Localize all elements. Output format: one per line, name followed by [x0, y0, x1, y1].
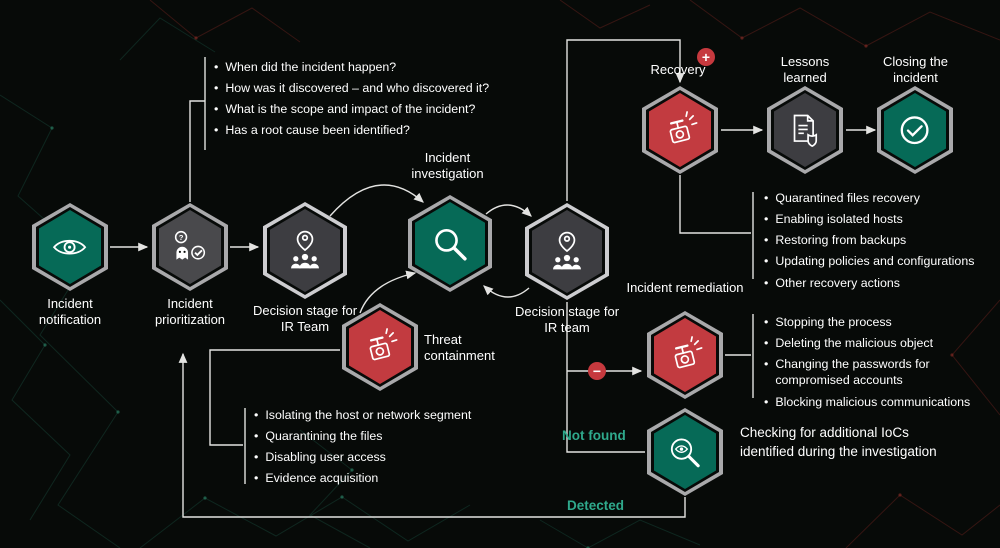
bullet-dot: •: [764, 315, 769, 329]
bullet-item: • Evidence acquisition: [254, 470, 504, 486]
detected-label: Detected: [567, 498, 625, 513]
bullet-dot: •: [764, 275, 769, 290]
bullet-item: • Quarantined files recovery: [764, 190, 999, 206]
bullet-text: Changing the passwords for compromised a…: [775, 357, 930, 388]
node-incident-remediation: [647, 311, 723, 399]
magnifier-icon: [435, 228, 467, 261]
bullet-text: Other recovery actions: [775, 275, 900, 290]
bullet-text: Blocking malicious communications: [775, 394, 971, 409]
bullet-text: Deleting the malicious object: [775, 336, 934, 351]
list-prioritization-questions: • When did the incident happen? • How was i…: [214, 59, 514, 139]
bullet-item: • Quarantining the files: [254, 428, 504, 444]
label-lessons-learned: Lessons learned: [780, 54, 830, 86]
label-incident-remediation: Incident remediation: [626, 280, 744, 295]
bullet-item: • Blocking malicious communications: [764, 394, 979, 410]
bullet-item: • What is the scope and impact of the inc…: [214, 101, 514, 117]
bullet-dot: •: [764, 233, 769, 248]
eye-icon: [53, 239, 87, 255]
bullet-dot: •: [764, 394, 769, 409]
bullet-text: Has a root cause been identified?: [225, 123, 410, 138]
ioc-search-icon: [671, 438, 701, 468]
list-containment-actions: • Isolating the host or network segment • Q…: [254, 407, 504, 487]
link-questions-prioritization: [189, 100, 205, 202]
node-decision-stage-1: [263, 202, 347, 299]
bullet-item: • Isolating the host or network segment: [254, 407, 504, 423]
list-remediation-actions: • Stopping the process • Deleting the malic…: [764, 314, 979, 410]
bullet-text: Enabling isolated hosts: [775, 212, 903, 227]
document-shield-icon: [794, 114, 818, 147]
node-decision-stage-2: [525, 203, 609, 300]
node-incident-notification: [32, 203, 108, 291]
detonator-icon: [369, 327, 398, 361]
node-closing-incident: [877, 86, 953, 174]
detonator-icon: [669, 110, 698, 144]
label-threat-containment: Threat containment: [424, 332, 495, 364]
bullet-dot: •: [764, 357, 769, 372]
bullet-dot: •: [214, 60, 219, 74]
bullet-text: Isolating the host or network segment: [265, 408, 472, 422]
bullet-text: How was it discovered – and who discover…: [225, 81, 490, 96]
bullet-dot: •: [764, 212, 769, 227]
label-ioc-checking: Checking for additional IoCs identified …: [740, 425, 937, 459]
bullet-item: • Enabling isolated hosts: [764, 211, 999, 227]
bullet-item: • How was it discovered – and who discove…: [214, 80, 514, 96]
bullet-dot: •: [764, 336, 769, 351]
bullet-dot: •: [764, 254, 769, 269]
bullet-text: When did the incident happen?: [225, 60, 397, 74]
not-found-label: Not found: [562, 428, 626, 443]
label-incident-investigation: Incident investigation: [411, 150, 484, 182]
bullet-text: Restoring from backups: [775, 233, 907, 248]
bullet-text: What is the scope and impact of the inci…: [225, 102, 476, 117]
check-circle-icon: [901, 116, 929, 144]
bullet-item: • Changing the passwords for compromised …: [764, 356, 979, 388]
bullet-text: Quarantining the files: [265, 429, 383, 444]
bullet-item: • Disabling user access: [254, 449, 504, 465]
bullet-text: Stopping the process: [775, 315, 892, 329]
bullet-text: Quarantined files recovery: [775, 191, 920, 205]
bullet-item: • When did the incident happen?: [214, 59, 514, 75]
node-incident-prioritization: ?: [152, 203, 228, 291]
prioritization-icon: ?: [175, 230, 206, 260]
bullet-item: • Deleting the malicious object: [764, 335, 979, 351]
team-decision-icon: [291, 230, 319, 268]
link-recovery-list: [679, 175, 751, 234]
remediation-minus-badge: −: [588, 362, 606, 380]
detonator-icon: [674, 335, 703, 369]
bullet-item: • Restoring from backups: [764, 232, 999, 248]
bullet-dot: •: [214, 123, 219, 138]
bullet-dot: •: [254, 408, 259, 422]
bullet-item: • Updating policies and configurations: [764, 253, 999, 269]
svg-text:?: ?: [179, 233, 184, 242]
bullet-dot: •: [214, 102, 219, 117]
label-decision-stage-1: Decision stage for IR Team: [252, 303, 358, 335]
bullet-dot: •: [764, 191, 769, 205]
bullet-dot: •: [254, 450, 259, 465]
label-incident-prioritization: Incident prioritization: [154, 296, 226, 328]
bullet-text: Disabling user access: [265, 450, 386, 465]
bullet-item: • Other recovery actions: [764, 275, 999, 291]
label-decision-stage-2: Decision stage for IR team: [514, 304, 620, 336]
label-incident-notification: Incident notification: [38, 296, 102, 328]
bullet-text: Evidence acquisition: [265, 471, 379, 486]
label-closing-incident: Closing the incident: [882, 54, 949, 86]
node-recovery: [642, 86, 718, 174]
bullet-dot: •: [254, 471, 259, 486]
bullet-item: • Has a root cause been identified?: [214, 122, 514, 138]
recovery-plus-badge: +: [697, 48, 715, 66]
bullet-dot: •: [254, 429, 259, 444]
list-recovery-actions: • Quarantined files recovery • Enabling iso…: [764, 190, 999, 291]
node-ioc-checking: [647, 408, 723, 496]
bullet-item: • Stopping the process: [764, 314, 979, 330]
bullet-dot: •: [214, 81, 219, 96]
node-incident-investigation: [408, 195, 492, 292]
node-lessons-learned: [767, 86, 843, 174]
bullet-text: Updating policies and configurations: [775, 254, 975, 269]
team-decision-icon: [553, 231, 581, 269]
